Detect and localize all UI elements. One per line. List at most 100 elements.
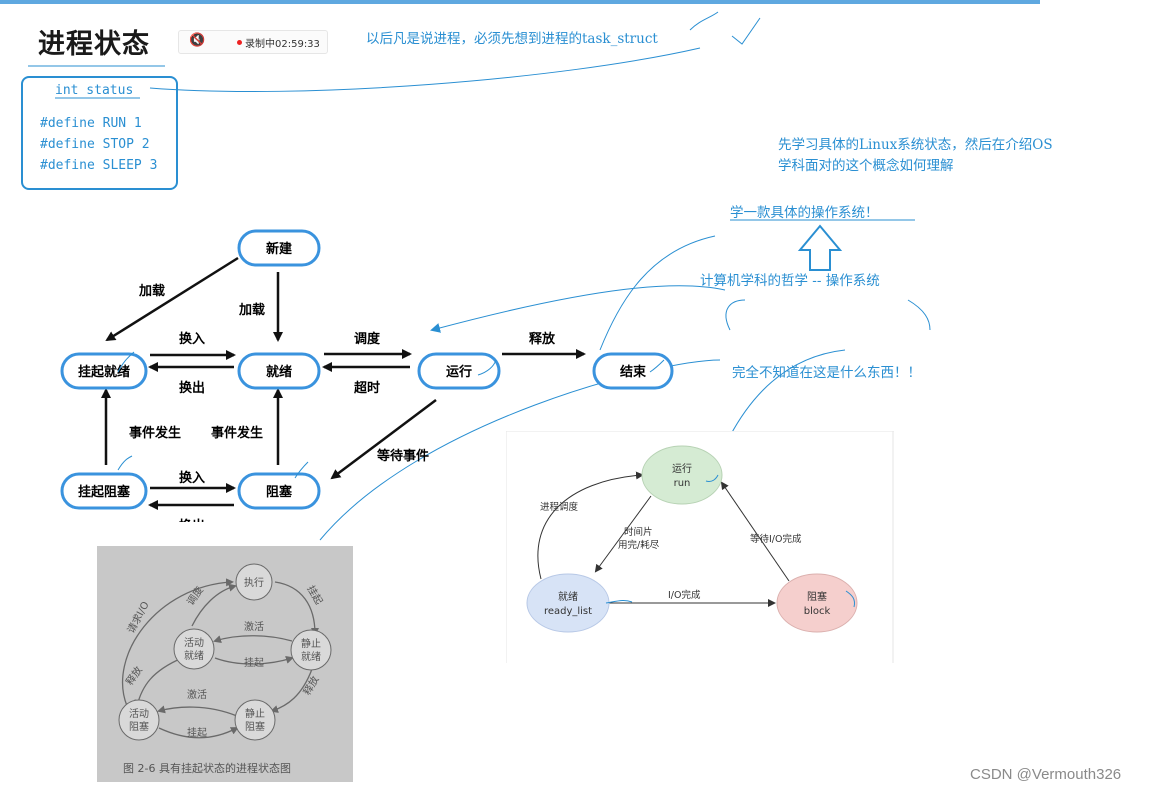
scribble-tick-1: [117, 351, 135, 373]
linux-label-timeslice-l1: 时间片: [624, 526, 653, 538]
node-end-label: 结束: [620, 364, 647, 380]
recording-status: 录制中02:59:33: [245, 39, 320, 50]
label-swap-in-bottom: 换入: [179, 470, 205, 486]
label-swap-in-top: 换入: [179, 331, 205, 347]
label-swap-out-bottom-clip: 换出: [179, 518, 205, 522]
scribble-curve-5: [729, 349, 846, 437]
book-figure-svg: 执行 活动 就绪 静止 就绪 活动 阻塞 静止 阻塞 请求I/O 调度 挂起 激…: [118, 563, 332, 775]
node-suspend-blocked: 挂起阻塞: [60, 472, 148, 510]
watermark: CSDN @Vermouth326: [970, 766, 1122, 783]
note-learn-linux: 先学习具体的Linux系统状态，然后在介绍OS学科面对的这个概念如何理解: [778, 137, 1053, 174]
node-running-label: 运行: [446, 364, 472, 380]
book-label-suspend-mid: 挂起: [244, 656, 264, 669]
book-label-suspend-bottom: 挂起: [187, 726, 207, 739]
book-node-static-ready: 静止 就绪: [290, 629, 332, 671]
linux-node-running-l2: run: [674, 478, 691, 489]
book-node-static-blocked: 静止 阻塞: [234, 699, 276, 741]
edge-wait-event: [330, 399, 437, 480]
scribble-block: [845, 590, 855, 608]
book-edge-release-right: [270, 668, 313, 713]
record-dot-icon: [237, 40, 242, 45]
node-suspend-ready: 挂起就绪: [60, 352, 148, 390]
book-node-active-ready: 活动 就绪: [173, 628, 215, 670]
linux-node-running: 运行 run: [641, 445, 723, 505]
scribble-run: [705, 474, 719, 482]
up-arrow-icon: [797, 224, 843, 271]
label-swap-out-top: 换出: [179, 380, 205, 396]
book-edge-activate-bottom: [157, 705, 238, 717]
book-node-exec-label: 执行: [244, 576, 264, 589]
scribble-curve-3: [725, 299, 746, 331]
book-label-activate-bottom: 激活: [187, 688, 207, 701]
book-edge-release-left: [134, 657, 183, 708]
speaker-muted-icon[interactable]: 🔇: [189, 33, 206, 48]
note-learn-os: 学一款具体的操作系统！: [730, 205, 879, 221]
code-box: int status #define RUN 1 #define STOP 2 …: [21, 76, 178, 190]
linux-label-wait-io: 等待I/O完成: [750, 533, 802, 545]
linux-figure: 运行 run 就绪 ready_list 阻塞 block 进程调度 时间片 用…: [505, 430, 894, 663]
label-timeout: 超时: [354, 380, 380, 396]
label-load-left: 加载: [138, 283, 165, 299]
top-accent-line: [0, 0, 1040, 4]
scribble-link-line: [149, 47, 701, 93]
node-blocked: 阻塞: [237, 472, 321, 510]
recording-indicator[interactable]: 🔇 录制中02:59:33: [178, 30, 328, 54]
linux-edge-timeslice: [594, 495, 652, 573]
scribble-curve-4: [907, 299, 931, 331]
scribble-tick-5: [294, 461, 309, 479]
book-node-active-blocked-l2: 阻塞: [129, 720, 149, 733]
scribble-curve-6: [319, 359, 721, 541]
linux-node-blocked-l2: block: [804, 606, 831, 617]
book-edge-request-io: [121, 578, 234, 707]
book-node-exec: 执行: [235, 563, 273, 601]
code-status-field: int status: [55, 83, 134, 98]
code-define-sleep: #define SLEEP 3: [40, 158, 158, 173]
code-define-run: #define RUN 1: [40, 116, 142, 131]
note-unknown: 完全不知道在这是什么东西！！: [732, 365, 921, 381]
node-suspend-blocked-label: 挂起阻塞: [78, 484, 131, 500]
book-node-active-blocked-l1: 活动: [129, 708, 149, 720]
linux-node-blocked: 阻塞 block: [776, 573, 858, 633]
label-release: 释放: [529, 331, 556, 347]
linux-label-timeslice-l2: 用完/耗尽: [618, 539, 660, 551]
linux-figure-svg: 运行 run 就绪 ready_list 阻塞 block 进程调度 时间片 用…: [505, 430, 894, 663]
code-define-stop: #define STOP 2: [40, 137, 150, 152]
scribble-check: [689, 11, 719, 31]
book-node-active-ready-l2: 就绪: [184, 649, 204, 662]
book-node-static-blocked-l1: 静止: [245, 707, 265, 720]
label-dispatch: 调度: [354, 331, 381, 347]
book-edge-activate-top: [213, 635, 293, 643]
book-label-request-io: 请求I/O: [124, 599, 152, 635]
node-ready: 就绪: [237, 352, 321, 390]
label-load-down: 加载: [238, 302, 265, 318]
scribble-curve-2: [430, 285, 726, 333]
scribble-curve-1: [599, 235, 716, 351]
book-node-static-ready-l2: 就绪: [301, 650, 321, 663]
book-label-release-left: 释放: [123, 664, 145, 688]
linux-node-blocked-l1: 阻塞: [807, 590, 827, 603]
node-ready-label: 就绪: [266, 364, 292, 380]
node-blocked-label: 阻塞: [266, 484, 293, 500]
node-new-label: 新建: [266, 241, 292, 257]
label-event-occur-right: 事件发生: [211, 425, 263, 441]
linux-edge-dispatch: [537, 471, 644, 580]
label-wait-event: 等待事件: [376, 448, 429, 464]
linux-node-ready-l2: ready_list: [544, 606, 592, 617]
scribble-tick-4: [649, 359, 665, 373]
linux-edge-wait-io: [720, 481, 790, 582]
edge-load-left: [105, 256, 239, 342]
book-edge-suspend-top: [274, 581, 319, 636]
node-new: 新建: [237, 229, 321, 267]
linux-node-ready-l1: 就绪: [558, 590, 578, 603]
scribble-tick-2: [117, 455, 133, 471]
page-title: 进程状态: [38, 29, 150, 60]
note-philosophy: 计算机学科的哲学 -- 操作系统: [700, 273, 880, 289]
book-figure: 执行 活动 就绪 静止 就绪 活动 阻塞 静止 阻塞 请求I/O 调度 挂起 激…: [97, 546, 353, 782]
book-edge-dispatch: [191, 583, 237, 627]
node-end: 结束: [592, 352, 674, 390]
book-node-active-ready-l1: 活动: [184, 637, 204, 649]
book-node-static-blocked-l2: 阻塞: [245, 720, 265, 733]
linux-node-running-l1: 运行: [672, 462, 692, 475]
linux-label-dispatch: 进程调度: [540, 501, 579, 513]
